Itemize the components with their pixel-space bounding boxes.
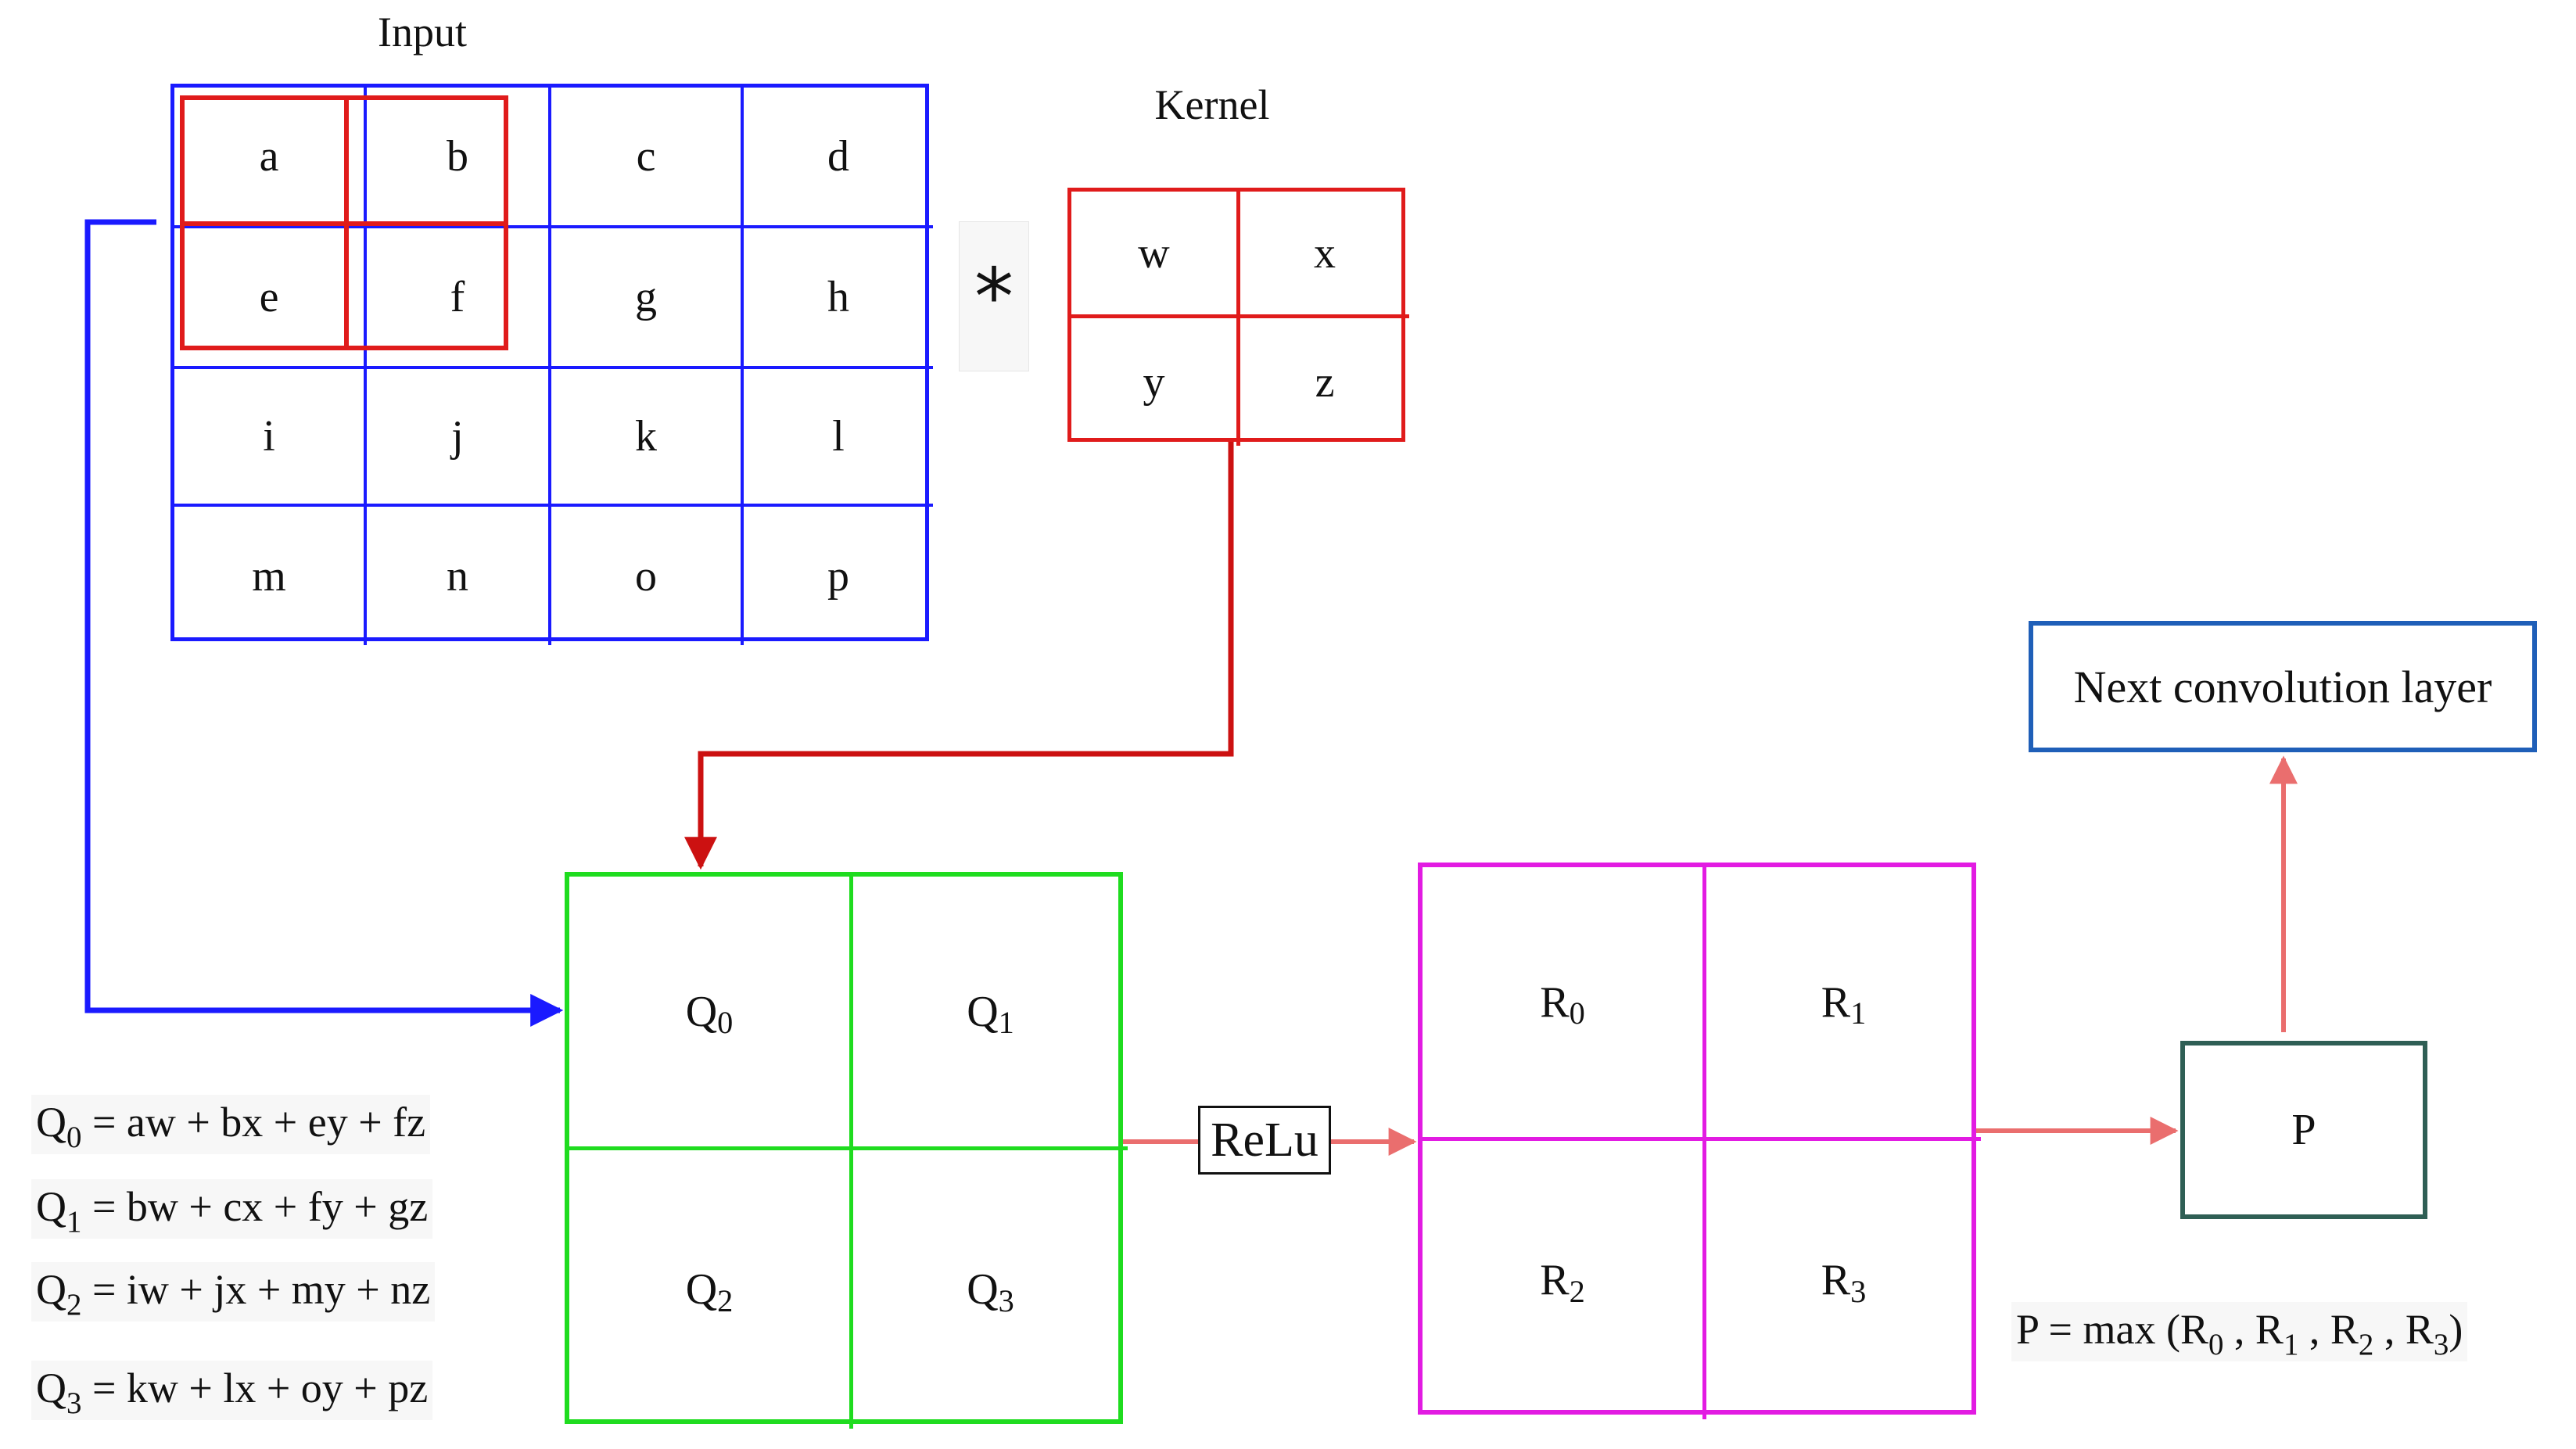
symbol-base: R bbox=[2255, 1306, 2284, 1353]
convolution-operator: * bbox=[959, 221, 1029, 371]
pool-equation-separator: , bbox=[2373, 1306, 2406, 1353]
pooling-output-label: P bbox=[2291, 1106, 2316, 1154]
equation-rhs: = bw + cx + fy + gz bbox=[81, 1183, 429, 1230]
input-cell: j bbox=[367, 369, 551, 507]
input-title: Input bbox=[378, 9, 467, 56]
symbol-subscript: 3 bbox=[1850, 1273, 1867, 1309]
input-cell: b bbox=[367, 88, 551, 228]
kernel-cell: w bbox=[1071, 192, 1240, 318]
kernel-title: Kernel bbox=[1154, 81, 1270, 128]
symbol-base: Q bbox=[36, 1183, 66, 1230]
symbol-base: Q bbox=[967, 987, 999, 1036]
equation-q1: Q1 = bw + cx + fy + gz bbox=[31, 1179, 433, 1239]
symbol-subscript: 1 bbox=[66, 1204, 82, 1239]
symbol-base: R bbox=[1540, 1256, 1570, 1304]
kernel-window-highlight bbox=[180, 95, 508, 350]
symbol-subscript: 3 bbox=[2433, 1327, 2449, 1361]
kernel-cell: x bbox=[1240, 192, 1409, 318]
input-cell: f bbox=[367, 228, 551, 369]
kernel-cell: y bbox=[1071, 318, 1240, 446]
equation-rhs: = kw + lx + oy + pz bbox=[81, 1365, 429, 1411]
symbol-base: R bbox=[2180, 1306, 2208, 1353]
pooling-output-box: P bbox=[2180, 1041, 2427, 1219]
symbol-subscript: 3 bbox=[998, 1282, 1014, 1318]
symbol-subscript: 2 bbox=[2358, 1327, 2374, 1361]
input-cell: p bbox=[827, 551, 849, 601]
symbol-base: Q bbox=[36, 1099, 66, 1146]
symbol-subscript: 2 bbox=[66, 1287, 82, 1322]
kernel-to-conv-arrow bbox=[684, 442, 1234, 870]
symbol-subscript: 3 bbox=[66, 1386, 82, 1420]
input-cell: o bbox=[551, 507, 744, 645]
symbol-base: R bbox=[1821, 977, 1851, 1027]
input-cell: k bbox=[551, 369, 744, 507]
symbol-base: R bbox=[1821, 1256, 1851, 1304]
symbol-subscript: 1 bbox=[1850, 995, 1867, 1031]
symbol-subscript: 0 bbox=[66, 1120, 82, 1154]
symbol-subscript: 0 bbox=[2208, 1327, 2224, 1361]
symbol-subscript: 1 bbox=[998, 1005, 1014, 1041]
input-cell: g bbox=[551, 228, 744, 369]
input-cell: i bbox=[174, 369, 367, 507]
symbol-base: Q bbox=[685, 1265, 718, 1314]
symbol-base: R bbox=[1540, 977, 1570, 1027]
equation-rhs: = iw + jx + my + nz bbox=[81, 1266, 431, 1313]
symbol-base: R bbox=[2330, 1306, 2359, 1353]
input-cell: a bbox=[174, 88, 367, 228]
next-layer-label: Next convolution layer bbox=[2073, 661, 2492, 712]
equation-q3: Q3 = kw + lx + oy + pz bbox=[31, 1361, 433, 1420]
input-cell: m bbox=[174, 507, 367, 645]
equation-rhs: = aw + bx + ey + fz bbox=[81, 1099, 426, 1146]
equation-q2: Q2 = iw + jx + my + nz bbox=[31, 1262, 436, 1322]
symbol-subscript: 1 bbox=[2283, 1327, 2299, 1361]
symbol-subscript: 0 bbox=[1569, 995, 1585, 1031]
relu-label: ReLu bbox=[1198, 1106, 1331, 1175]
symbol-base: Q bbox=[685, 987, 718, 1036]
pool-equation: P = max (R0 , R1 , R2 , R3) bbox=[2011, 1302, 2468, 1361]
input-to-conv-arrow bbox=[84, 219, 564, 1027]
pool-equation-prefix: P = max ( bbox=[2016, 1306, 2180, 1353]
symbol-base: Q bbox=[36, 1365, 66, 1411]
symbol-subscript: 2 bbox=[717, 1282, 734, 1318]
input-cell: h bbox=[744, 228, 933, 369]
input-cell: l bbox=[744, 369, 933, 507]
symbol-base: R bbox=[2405, 1306, 2434, 1353]
symbol-subscript: 0 bbox=[717, 1005, 734, 1041]
pool-equation-suffix: ) bbox=[2449, 1306, 2463, 1353]
pool-equation-separator: , bbox=[2223, 1306, 2255, 1353]
symbol-base: Q bbox=[967, 1265, 999, 1314]
input-cell: n bbox=[367, 507, 551, 645]
next-layer-box: Next convolution layer bbox=[2029, 621, 2537, 752]
equation-q0: Q0 = aw + bx + ey + fz bbox=[31, 1095, 431, 1154]
input-cell: e bbox=[174, 228, 367, 369]
input-cell: c bbox=[551, 88, 744, 228]
symbol-subscript: 2 bbox=[1569, 1273, 1585, 1309]
input-cell: d bbox=[744, 88, 933, 228]
symbol-base: Q bbox=[36, 1266, 66, 1313]
kernel-cell: z bbox=[1315, 357, 1335, 407]
pool-equation-separator: , bbox=[2298, 1306, 2330, 1353]
